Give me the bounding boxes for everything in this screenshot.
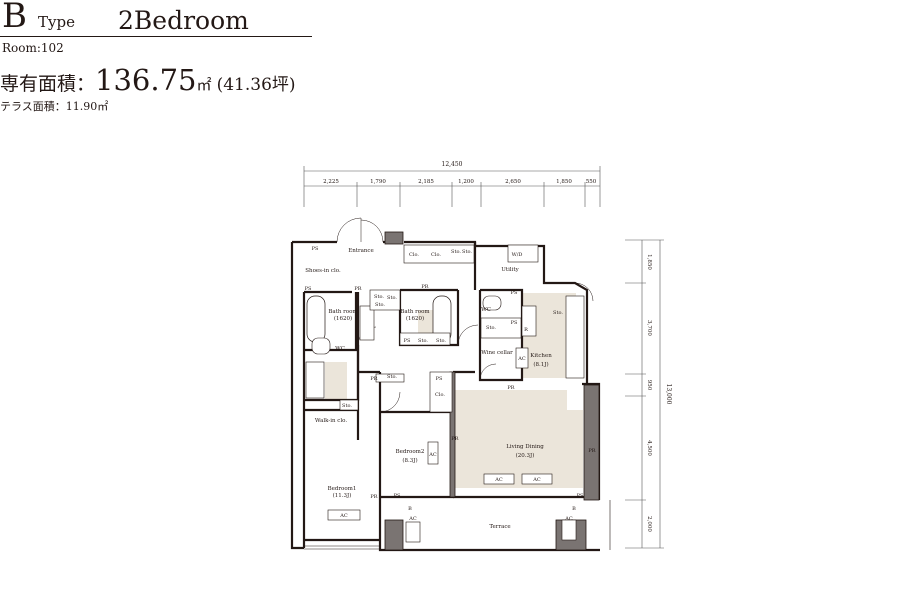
ps-tag: PS: [404, 338, 411, 344]
bath2-label: Bath room: [400, 309, 430, 315]
fixture-tags: PS PS PR PR PS PS PS R PS PR PR PR PR PR…: [305, 246, 596, 522]
pr-tag: PR: [354, 286, 361, 292]
bedroom2-label: Bedroom2: [396, 449, 425, 455]
type-letter: B: [2, 0, 27, 36]
width-seg-2: 1,790: [370, 179, 386, 185]
floor-area-unit: ㎡: [196, 76, 212, 94]
ps-tag: PS: [436, 376, 443, 382]
shoes-in-closet-label: Shoes-in clo.: [305, 268, 341, 274]
kitchen-label: Kitchen: [530, 353, 552, 359]
windows: [292, 500, 611, 550]
width-seg-1: 2,225: [323, 179, 339, 185]
ac-tag: AC: [428, 452, 437, 458]
pr-tag: PR: [370, 494, 377, 500]
height-seg-1: 1,850: [646, 254, 652, 270]
width-seg-3: 2,185: [418, 179, 434, 185]
ac-tag: AC: [532, 477, 541, 483]
top-dimensions: [303, 166, 601, 207]
bedroom2-size-label: (8.3J): [402, 457, 417, 464]
clo-tag: Clo.: [435, 392, 445, 398]
sto-tag: Sto.: [375, 302, 385, 308]
total-width-dim: 12,450: [442, 161, 463, 168]
sto-tag: Sto.: [486, 325, 496, 331]
living-dining-size-label: (20.3J): [516, 452, 535, 459]
wine-cellar-label: Wine cellar: [481, 350, 513, 356]
pr-tag: PR: [421, 284, 428, 290]
wc1-label: WC: [335, 346, 345, 352]
sto-tag: Sto.: [418, 338, 428, 344]
right-dimensions: [625, 239, 664, 549]
sto-tag: Sto.: [451, 249, 461, 255]
bath1-size-label: (1620): [334, 315, 352, 322]
bedroom1-label: Bedroom1: [328, 486, 357, 492]
bathtubs: [306, 295, 452, 343]
ps-tag: PS: [394, 493, 401, 499]
header-rule: [0, 36, 312, 37]
utility-label: Utility: [501, 267, 519, 273]
terrace-area: テラス面積：11.90㎡: [0, 100, 109, 113]
ps-tag: PS: [577, 493, 584, 499]
pr-tag: PR: [451, 436, 458, 442]
b-tag: B: [408, 506, 412, 512]
wd-tag: W/D: [512, 252, 523, 258]
sto-tag: Sto.: [387, 374, 397, 380]
wall-blocks: [384, 231, 600, 551]
room-labels: Entrance Shoes-in clo. Bath room (1620) …: [305, 248, 552, 530]
pr-tag: PR: [588, 448, 595, 454]
terrace-label: Terrace: [489, 524, 510, 530]
ac-tag: AC: [517, 356, 526, 362]
plan-header: B Type 2Bedroom Room:102 専有面積：136.75㎡ (4…: [0, 0, 320, 120]
floor-area-value: 136.75: [95, 63, 197, 97]
ps-tag: PS: [511, 320, 518, 326]
sto-tag: Sto.: [387, 295, 397, 301]
ac-tag: AC: [564, 516, 573, 522]
sto-tag: Sto.: [342, 403, 352, 409]
wc2-label: WC: [481, 307, 491, 313]
closet-boxes: [339, 244, 522, 413]
height-seg-2: 3,700: [646, 320, 652, 336]
counters: [305, 244, 585, 399]
bedroom1-size-label: (11.3J): [333, 492, 352, 499]
bath1-label: Bath room: [328, 309, 358, 315]
ac-tag: AC: [339, 513, 348, 519]
walk-in-closet-label: Walk-in clo.: [315, 418, 347, 424]
sto-tag: Sto.: [374, 294, 384, 300]
clo-tag: Clo.: [409, 252, 419, 258]
living-dining-label: Living Dining: [506, 444, 544, 450]
width-seg-4: 1,200: [458, 179, 474, 185]
sto-tag: Sto.: [553, 310, 563, 316]
toilets: [311, 295, 502, 355]
bath2-size-label: (1620): [406, 315, 424, 322]
clo-tag: Clo.: [431, 252, 441, 258]
total-height-dim: 13,000: [665, 384, 672, 405]
ps-tag: PS: [312, 246, 319, 252]
width-seg-6: 1,850: [556, 179, 572, 185]
ac-tag: AC: [408, 516, 417, 522]
b-tag: B: [572, 506, 576, 512]
entrance-label: Entrance: [348, 248, 374, 254]
ac-tag: AC: [494, 477, 503, 483]
floor-area-label: 専有面積：: [0, 73, 96, 95]
ps-tag: PS: [305, 286, 312, 292]
floor-area: 専有面積：136.75㎡ (41.36坪): [0, 63, 296, 97]
ps-tag: PS: [511, 290, 518, 296]
width-seg-5: 2,650: [505, 179, 521, 185]
width-seg-7: 550: [586, 179, 597, 185]
ac-units: [327, 347, 577, 543]
type-name: 2Bedroom: [118, 6, 249, 35]
floor-area-tsubo: (41.36坪): [216, 75, 296, 95]
sto-tag: Sto.: [436, 338, 446, 344]
height-seg-4: 4,500: [646, 440, 652, 456]
height-seg-3: 950: [646, 380, 652, 391]
pr-tag: PR: [507, 385, 514, 391]
r-tag: R: [524, 327, 528, 333]
kitchen-size-label: (8.1J): [533, 361, 548, 368]
room-number: Room:102: [2, 41, 64, 55]
type-word: Type: [38, 13, 75, 31]
height-seg-5: 2,000: [646, 516, 652, 532]
sto-tag: Sto.: [462, 249, 472, 255]
pr-tag: PR: [370, 376, 377, 382]
